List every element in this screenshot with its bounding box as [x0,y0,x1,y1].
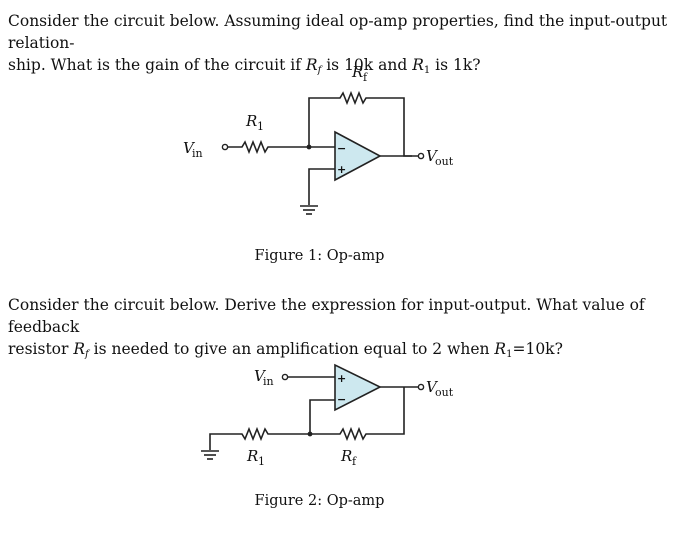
fig1-opamp-triangle [334,130,382,182]
figure-1-circuit: R f R 1 V in − + V out [183,63,454,215]
fig2-r1-label: R [246,447,258,465]
fig1-rf-label: R [351,63,363,81]
fig2-vin-label: V [254,367,267,385]
fig2-rf-subscript: f [352,455,357,468]
q2-r1-symbol: R [494,340,507,358]
fig2-plus-sign: + [337,372,346,385]
fig2-r1-subscript: 1 [258,455,265,468]
fig1-rf-subscript: f [363,71,368,84]
question-1-text: Consider the circuit below. Assuming ide… [8,10,688,76]
q2-line-b: resistor [8,340,74,358]
fig1-ground-wire [308,168,335,205]
fig2-opamp-triangle [334,363,382,412]
fig2-r1-wire [209,426,310,450]
fig1-r1-subscript: 1 [257,120,264,133]
q2-r1-subscript: 1 [506,349,513,360]
fig2-vin-subscript: in [263,375,274,388]
fig1-feedback-wire [308,90,412,157]
q2-line-c: is needed to give an amplification equal… [88,340,495,358]
fig2-minus-sign: − [337,393,346,406]
figure-2-circuit: V in + − V out R 1 R f [201,363,454,468]
q1-rf-subscript: f [317,65,322,76]
fig1-vout-subscript: out [435,155,454,168]
fig1-vout-label: V [426,147,439,165]
fig1-vin-subscript: in [192,147,203,160]
q1-rf-symbol: R [305,56,318,74]
q1-r1-symbol: R [412,56,424,74]
fig1-input-wire [228,139,335,155]
fig2-inverting-wire [309,399,335,434]
fig2-feedback-wire [310,387,405,442]
fig1-minus-sign: − [337,142,346,155]
fig2-vin-terminal [281,373,289,381]
fig2-vout-subscript: out [435,386,454,399]
fig1-r1-label: R [245,112,257,130]
question-2-text: Consider the circuit below. Derive the e… [8,294,688,360]
q1-r1-subscript: 1 [423,65,431,76]
q2-rf-subscript: f [85,349,89,360]
q2-line-d: =10k? [512,340,563,358]
q1-line-b: ship. What is the gain of the circuit if [8,56,306,74]
q1-line-a: Consider the circuit below. Assuming ide… [8,12,668,52]
fig1-plus-sign: + [337,163,346,176]
figure-1-caption: Figure 1: Op-amp [254,248,385,264]
q2-line-a: Consider the circuit below. Derive the e… [8,296,645,336]
fig1-vin-terminal [221,143,229,151]
fig1-vin-label: V [183,139,196,157]
fig2-vout-label: V [426,378,439,396]
fig1-junction-dot [306,144,312,150]
q1-line-d: is 1k? [430,56,481,74]
q2-rf-symbol: R [73,340,86,358]
fig1-vout-terminal [417,152,425,160]
q1-line-c: is 10k and [321,56,413,74]
fig2-rf-label: R [340,447,352,465]
fig2-vout-terminal [417,383,425,391]
figure-2-caption: Figure 2: Op-amp [254,493,385,509]
fig1-ground-icon [300,205,318,215]
fig2-ground-icon [201,450,219,460]
